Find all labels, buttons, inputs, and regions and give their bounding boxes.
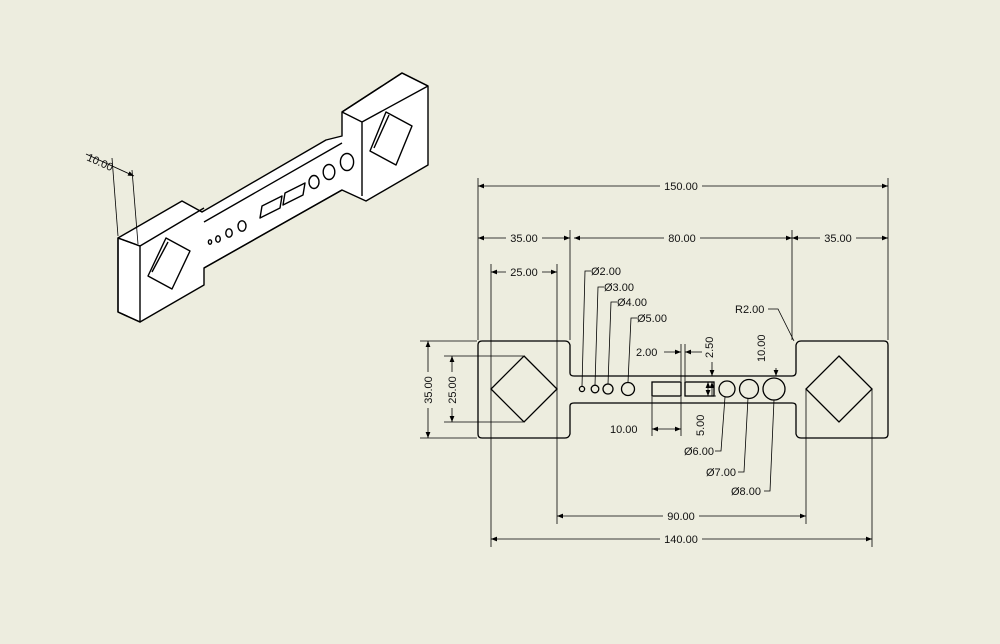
leader-d6 (715, 396, 726, 452)
dim-overall-length: 150.00 (664, 181, 698, 193)
hole-d6 (718, 380, 736, 398)
iso-hole-6 (308, 174, 320, 190)
iso-hole-2 (207, 239, 213, 245)
dim-slot-gap: 2.00 (636, 347, 657, 359)
hole-d8 (762, 377, 786, 401)
iso-hole-7 (322, 163, 336, 181)
leader-d3 (594, 286, 604, 386)
label-hole-d5: Ø5.00 (637, 313, 667, 325)
dim-slot-height: 5.00 (695, 415, 707, 436)
slot-right (684, 381, 715, 397)
label-hole-d7: Ø7.00 (706, 467, 736, 479)
iso-slot-2 (282, 182, 306, 206)
dim-span-90: 90.00 (667, 511, 695, 523)
leader-d4 (607, 301, 617, 385)
leader-d5 (627, 317, 637, 383)
iso-top-face (117, 72, 429, 323)
hole-d5 (620, 381, 636, 397)
iso-right-pocket (369, 111, 413, 166)
iso-bar-edge (203, 142, 343, 269)
leader-d2 (581, 270, 591, 387)
dim-slot-offset: 2.50 (704, 337, 716, 358)
slot-left (651, 381, 682, 397)
dim-right-end: 35.00 (824, 233, 852, 245)
dim-80-bg (664, 231, 700, 245)
hole-d3 (590, 384, 600, 394)
dim-35r-bg (820, 231, 856, 245)
hole-d7 (738, 378, 760, 400)
iso-dim-line (85, 153, 135, 177)
dim-middle: 80.00 (668, 233, 696, 245)
iso-right-block (341, 72, 429, 196)
dim-boss-height: 10.00 (756, 334, 768, 362)
iso-dim-ext-1 (111, 157, 119, 237)
dim-slot-width: 10.00 (610, 424, 638, 436)
left-diamond-pocket (490, 355, 558, 423)
iso-hole-4 (225, 228, 233, 238)
iso-hole-8 (339, 152, 355, 172)
leader-d7 (738, 397, 749, 473)
dim-h25-bg (445, 372, 459, 408)
label-hole-d4: Ø4.00 (617, 297, 647, 309)
dim-left-end: 35.00 (510, 233, 538, 245)
part-outline (477, 340, 889, 439)
dim-square-span: 25.00 (510, 267, 538, 279)
iso-left-block-edge (117, 207, 205, 247)
hole-d4 (602, 383, 614, 395)
leader-d8 (764, 399, 775, 492)
dim-150-bg (660, 179, 702, 193)
iso-slot-1 (259, 195, 283, 219)
dim-25-bg (506, 265, 542, 279)
leader-r2 (768, 308, 795, 342)
dim-35l-bg (506, 231, 542, 245)
dim-90-bg (663, 509, 699, 523)
dim-h35-bg (421, 372, 435, 408)
dim-140-bg (660, 532, 702, 546)
orthographic-view: 150.00 35.00 80.00 35.00 25.00 Ø2.00 Ø3.… (420, 178, 889, 547)
dim-span-140: 140.00 (664, 534, 698, 546)
label-hole-d6: Ø6.00 (684, 446, 714, 458)
label-hole-d3: Ø3.00 (604, 282, 634, 294)
dim-height-outer: 35.00 (423, 376, 435, 404)
label-hole-d2: Ø2.00 (591, 266, 621, 278)
isometric-view: 10.00 (85, 72, 429, 323)
iso-hole-5 (237, 220, 247, 232)
hole-d2 (578, 385, 586, 393)
label-hole-d8: Ø8.00 (731, 486, 761, 498)
iso-depth-dim: 10.00 (85, 152, 115, 174)
iso-hole-3 (214, 235, 221, 243)
iso-left-pocket (147, 237, 191, 290)
dim-height-inner: 25.00 (447, 376, 459, 404)
label-corner-radius: R2.00 (735, 304, 764, 316)
iso-dim-ext-2 (131, 169, 139, 245)
right-diamond-pocket (805, 355, 873, 423)
